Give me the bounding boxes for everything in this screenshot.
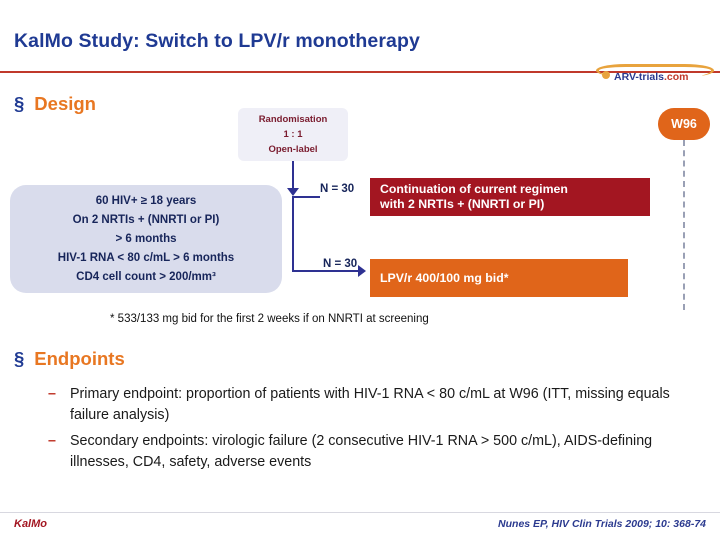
criteria-line: 60 HIV+ ≥ 18 years <box>95 195 197 207</box>
endpoint-secondary-text: Secondary endpoints: virologic failure (… <box>70 433 653 470</box>
section-bullet-icon: § <box>14 348 25 369</box>
criteria-line: HIV-1 RNA < 80 c/mL > 6 months <box>57 252 235 264</box>
connector-horizontal-arm1 <box>292 196 320 198</box>
randomisation-line-2: 1 : 1 <box>283 129 303 140</box>
arv-trials-logo: ARV-trials.com <box>596 62 714 88</box>
logo-swoosh-icon <box>596 64 714 77</box>
criteria-line: > 6 months <box>115 233 177 245</box>
endpoint-primary-text: Primary endpoint: proportion of patients… <box>70 386 670 423</box>
randomisation-box: Randomisation 1 : 1 Open-label <box>238 108 348 161</box>
footer-reference: Nunes EP, HIV Clin Trials 2009; 10: 368-… <box>498 518 706 530</box>
arm2-n-label: N = 30 <box>323 258 358 270</box>
list-dash-icon: – <box>48 433 56 449</box>
inclusion-criteria-box: 60 HIV+ ≥ 18 years On 2 NRTIs + (NNRTI o… <box>10 185 282 293</box>
title-divider <box>0 71 720 73</box>
connector-horizontal-arm2 <box>292 270 360 272</box>
logo-dot-icon <box>602 71 610 79</box>
diagram-footnote: * 533/133 mg bid for the first 2 weeks i… <box>110 313 429 325</box>
connector-arrow-right-icon <box>358 265 366 277</box>
treatment-arm-control: Continuation of current regimen with 2 N… <box>370 178 650 216</box>
randomisation-line-3: Open-label <box>268 144 318 155</box>
logo-suffix: .com <box>664 71 689 83</box>
arm1-line-1: Continuation of current regimen <box>380 182 568 196</box>
section-label-design: Design <box>34 93 96 114</box>
arm2-line-1: LPV/r 400/100 mg bid* <box>380 270 509 285</box>
criteria-line: On 2 NRTIs + (NNRTI or PI) <box>72 214 220 226</box>
connector-vertical-randomisation <box>292 161 294 190</box>
timepoint-badge-w96: W96 <box>658 108 710 140</box>
treatment-arm-monotherapy: LPV/r 400/100 mg bid* <box>370 259 628 297</box>
list-dash-icon: – <box>48 386 56 402</box>
list-item: –Primary endpoint: proportion of patient… <box>48 384 690 426</box>
section-heading-endpoints: § Endpoints <box>14 348 125 370</box>
logo-text: ARV-trials.com <box>614 71 689 83</box>
arm1-n-label: N = 30 <box>320 183 355 195</box>
footer-divider <box>0 512 720 513</box>
logo-name: ARV-trials <box>614 71 664 83</box>
section-heading-design: § Design <box>14 93 96 115</box>
list-item: –Secondary endpoints: virologic failure … <box>48 431 690 473</box>
connector-arrow-down-icon <box>287 188 299 196</box>
section-label-endpoints: Endpoints <box>34 348 125 369</box>
randomisation-line-1: Randomisation <box>258 114 328 125</box>
section-bullet-icon: § <box>14 93 25 114</box>
timepoint-dashed-line <box>683 140 685 310</box>
connector-vertical-split <box>292 196 294 272</box>
footer-study-logo: KalMo <box>14 518 47 530</box>
criteria-line: CD4 cell count > 200/mm³ <box>76 271 216 283</box>
arm1-line-2: with 2 NRTIs + (NNRTI or PI) <box>380 197 545 211</box>
page-title: KalMo Study: Switch to LPV/r monotherapy <box>14 30 420 52</box>
